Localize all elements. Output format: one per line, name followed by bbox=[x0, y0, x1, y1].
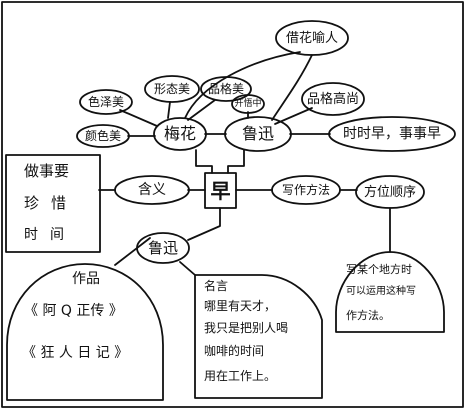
note-line-2: 可以运用这种写 bbox=[346, 286, 416, 297]
borrow-oval bbox=[275, 20, 349, 56]
order-oval bbox=[355, 175, 425, 209]
link-center-luxun bbox=[227, 149, 245, 174]
writing-oval bbox=[271, 175, 341, 205]
posture-label: 形态美 bbox=[153, 82, 190, 96]
inspire-label: 开悟中 bbox=[234, 98, 262, 109]
note-dome bbox=[335, 251, 445, 333]
early-oval bbox=[328, 116, 456, 152]
meaning-label: 含义 bbox=[138, 182, 166, 198]
borrow-label: 借花喻人 bbox=[285, 30, 338, 46]
note-line-1: 写某个地方时 bbox=[346, 263, 412, 276]
link-plum-color bbox=[119, 109, 158, 127]
luxun-upper-label: 鲁迅 bbox=[241, 124, 274, 143]
plum-label: 梅花 bbox=[163, 124, 196, 143]
character-oval bbox=[200, 76, 252, 102]
link-luxun-works bbox=[114, 237, 151, 266]
order-label: 方位顺序 bbox=[363, 184, 416, 200]
luxun-lower-label: 鲁迅 bbox=[147, 238, 178, 257]
meaning-item-1: 做事要 bbox=[24, 162, 70, 180]
meaning-box bbox=[5, 154, 101, 253]
link-luxun-quote bbox=[179, 261, 196, 276]
quote-title: 名言 bbox=[204, 279, 229, 293]
inspire-oval bbox=[231, 94, 265, 114]
quote-line-3: 咖啡的时间 bbox=[204, 344, 265, 358]
plum-oval bbox=[153, 117, 207, 151]
center-label: 早 bbox=[210, 178, 231, 203]
quote-line-2: 我只是把别人喝 bbox=[204, 321, 289, 335]
quote-line-4: 用在工作上。 bbox=[204, 369, 277, 383]
meaning-item-3: 时间 bbox=[24, 227, 76, 243]
posture-oval bbox=[144, 75, 200, 103]
writing-label: 写作方法 bbox=[281, 183, 330, 197]
fragrance-oval bbox=[76, 124, 130, 148]
link-borrow-luxun bbox=[271, 54, 313, 121]
luxun-oval-lower bbox=[136, 232, 190, 264]
works-item-1: 《 阿 Q 正传 》 bbox=[24, 303, 123, 319]
link-center-plum bbox=[195, 149, 213, 174]
color-oval bbox=[79, 89, 133, 115]
works-item-2: 《 狂 人 日 记 》 bbox=[22, 345, 129, 361]
color-label: 色泽美 bbox=[87, 95, 124, 109]
meaning-oval bbox=[114, 175, 190, 205]
luxun-oval-upper bbox=[224, 116, 292, 152]
noble-label: 品格高尚 bbox=[306, 91, 359, 107]
link-plum-posture bbox=[167, 101, 171, 119]
link-borrow-plum bbox=[184, 51, 301, 119]
early-label: 时时早，事事早 bbox=[343, 126, 441, 142]
works-dome bbox=[6, 263, 164, 401]
quote-box bbox=[194, 274, 323, 399]
works-title: 作品 bbox=[72, 271, 100, 287]
character-label: 品格美 bbox=[207, 82, 244, 96]
note-line-3: 作方法。 bbox=[346, 309, 390, 322]
quote-line-1: 哪里有天才， bbox=[204, 299, 277, 313]
noble-oval bbox=[301, 82, 365, 116]
center-box bbox=[204, 172, 237, 209]
fragrance-label: 颜色美 bbox=[84, 129, 121, 143]
link-center-luxun-lower bbox=[187, 207, 221, 241]
meaning-item-2: 珍惜 bbox=[24, 194, 79, 212]
link-plum-character bbox=[187, 99, 216, 121]
